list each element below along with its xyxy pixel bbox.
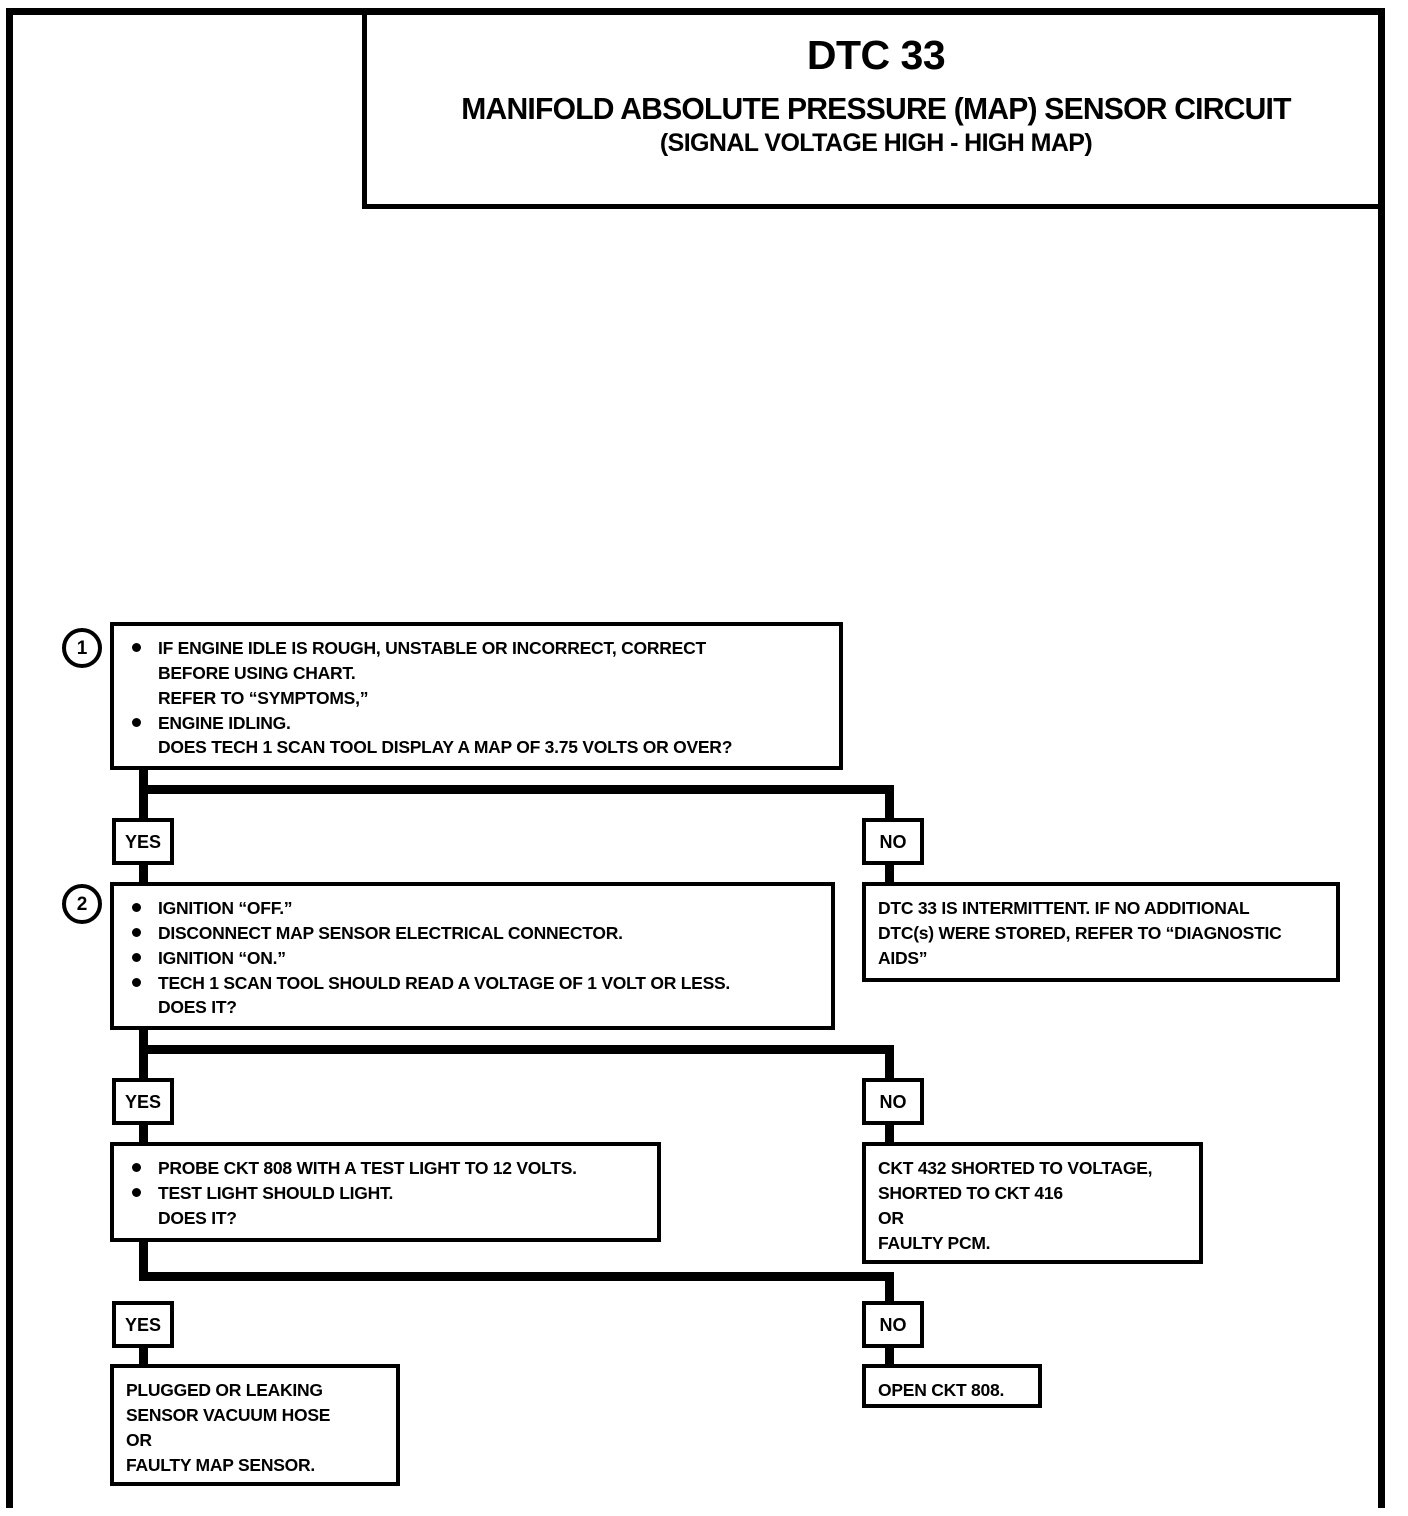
result-vacuum-l2: SENSOR VACUUM HOSE	[126, 1404, 331, 1425]
connector-v-yes2-to-step3	[139, 1123, 148, 1147]
step-1-b2-l1: ENGINE IDLING.	[158, 712, 291, 733]
connector-v-branch2-no	[885, 1045, 894, 1079]
branch-1-no-tag: NO	[862, 818, 924, 865]
bullet-dot-icon	[132, 903, 141, 912]
step-1-b2-l2: DOES TECH 1 SCAN TOOL DISPLAY A MAP OF 3…	[158, 737, 733, 758]
step-2-b3-l1: IGNITION “ON.”	[158, 947, 286, 968]
connector-v-branch1-yes	[139, 785, 148, 819]
bullet-dot-icon	[132, 1163, 141, 1172]
step-number-1: 1	[62, 628, 102, 668]
connector-v-yes3-to-result	[139, 1346, 148, 1368]
step-2-b1-l1: IGNITION “OFF.”	[158, 898, 293, 918]
result-vacuum-l4: FAULTY MAP SENSOR.	[126, 1454, 315, 1475]
list-item: TEST LIGHT SHOULD LIGHT. DOES IT?	[126, 1181, 645, 1231]
list-item: IGNITION “ON.”	[126, 946, 819, 971]
result-ckt432-box: CKT 432 SHORTED TO VOLTAGE, SHORTED TO C…	[862, 1142, 1203, 1264]
step-2-b4-l2: DOES IT?	[158, 997, 237, 1018]
result-vacuum-l3: OR	[126, 1429, 152, 1450]
result-open808-box: OPEN CKT 808.	[862, 1364, 1042, 1408]
branch-3-no-tag: NO	[862, 1301, 924, 1348]
list-item: ENGINE IDLING. DOES TECH 1 SCAN TOOL DIS…	[126, 711, 827, 761]
step-3-b2-l2: DOES IT?	[158, 1207, 237, 1228]
step-1-b1-l2: BEFORE USING CHART.	[158, 662, 356, 683]
step-1-box: IF ENGINE IDLE IS ROUGH, UNSTABLE OR INC…	[110, 622, 843, 770]
page-title-main: MANIFOLD ABSOLUTE PRESSURE (MAP) SENSOR …	[461, 91, 1291, 127]
branch-1-yes-tag: YES	[112, 818, 174, 865]
result-intermittent-l1: DTC 33 IS INTERMITTENT. IF NO ADDITIONAL	[878, 898, 1250, 918]
connector-v-no3-to-result	[885, 1346, 894, 1368]
bullet-dot-icon	[132, 717, 141, 727]
bullet-dot-icon	[132, 1187, 141, 1197]
step-3-bullet-list: PROBE CKT 808 WITH A TEST LIGHT TO 12 VO…	[126, 1156, 645, 1231]
step-number-2: 2	[62, 884, 102, 924]
list-item: PROBE CKT 808 WITH A TEST LIGHT TO 12 VO…	[126, 1156, 645, 1181]
result-ckt432-l2: SHORTED TO CKT 416	[878, 1182, 1063, 1203]
result-ckt432-l4: FAULTY PCM.	[878, 1232, 991, 1253]
step-2-b4-l1: TECH 1 SCAN TOOL SHOULD READ A VOLTAGE O…	[158, 972, 731, 993]
result-intermittent-l2: DTC(s) WERE STORED, REFER TO “DIAGNOSTIC	[878, 922, 1282, 943]
result-open808-l1: OPEN CKT 808.	[878, 1380, 1005, 1400]
bullet-dot-icon	[132, 927, 141, 937]
connector-v-step2-stub	[139, 1030, 148, 1052]
step-2-b2-l1: DISCONNECT MAP SENSOR ELECTRICAL CONNECT…	[158, 922, 623, 943]
list-item: IF ENGINE IDLE IS ROUGH, UNSTABLE OR INC…	[126, 636, 827, 711]
step-1-bullet-list: IF ENGINE IDLE IS ROUGH, UNSTABLE OR INC…	[126, 636, 827, 760]
list-item: TECH 1 SCAN TOOL SHOULD READ A VOLTAGE O…	[126, 971, 819, 1021]
result-vacuum-box: PLUGGED OR LEAKING SENSOR VACUUM HOSE OR…	[110, 1364, 400, 1486]
connector-h-branch3	[139, 1272, 894, 1281]
step-2-bullet-list: IGNITION “OFF.” DISCONNECT MAP SENSOR EL…	[126, 896, 819, 1020]
connector-v-step1-stub	[139, 770, 148, 792]
bullet-dot-icon	[132, 643, 141, 652]
bullet-dot-icon	[132, 952, 141, 962]
result-vacuum-l1: PLUGGED OR LEAKING	[126, 1380, 323, 1400]
step-2-box: IGNITION “OFF.” DISCONNECT MAP SENSOR EL…	[110, 882, 835, 1030]
branch-3-yes-tag: YES	[112, 1301, 174, 1348]
step-3-box: PROBE CKT 808 WITH A TEST LIGHT TO 12 VO…	[110, 1142, 661, 1242]
connector-v-no1-to-result	[885, 863, 894, 887]
result-intermittent-box: DTC 33 IS INTERMITTENT. IF NO ADDITIONAL…	[862, 882, 1340, 982]
step-3-b1-l1: PROBE CKT 808 WITH A TEST LIGHT TO 12 VO…	[158, 1158, 577, 1178]
step-3-b2-l1: TEST LIGHT SHOULD LIGHT.	[158, 1182, 394, 1203]
bullet-dot-icon	[132, 977, 141, 987]
connector-h-branch1	[139, 785, 894, 794]
result-intermittent-l3: AIDS”	[878, 947, 928, 968]
connector-v-branch2-yes	[139, 1045, 148, 1079]
chart-title-block: DTC 33 MANIFOLD ABSOLUTE PRESSURE (MAP) …	[362, 8, 1385, 209]
connector-v-branch3-no	[885, 1272, 894, 1302]
connector-v-no2-to-result	[885, 1123, 894, 1147]
connector-v-branch3-yes	[139, 1242, 148, 1280]
result-ckt432-l1: CKT 432 SHORTED TO VOLTAGE,	[878, 1158, 1153, 1178]
page-title-code: DTC 33	[806, 32, 946, 78]
connector-v-yes1-to-step2	[139, 863, 148, 887]
branch-2-yes-tag: YES	[112, 1078, 174, 1125]
step-1-b1-l3: REFER TO “SYMPTOMS,”	[158, 687, 369, 708]
page-title-subtitle: (SIGNAL VOLTAGE HIGH - HIGH MAP)	[659, 128, 1093, 157]
branch-2-no-tag: NO	[862, 1078, 924, 1125]
result-ckt432-l3: OR	[878, 1207, 904, 1228]
connector-v-branch1-no	[885, 785, 894, 819]
step-1-b1-l1: IF ENGINE IDLE IS ROUGH, UNSTABLE OR INC…	[158, 638, 706, 658]
list-item: IGNITION “OFF.”	[126, 896, 819, 921]
connector-h-branch2	[139, 1045, 894, 1054]
list-item: DISCONNECT MAP SENSOR ELECTRICAL CONNECT…	[126, 921, 819, 946]
